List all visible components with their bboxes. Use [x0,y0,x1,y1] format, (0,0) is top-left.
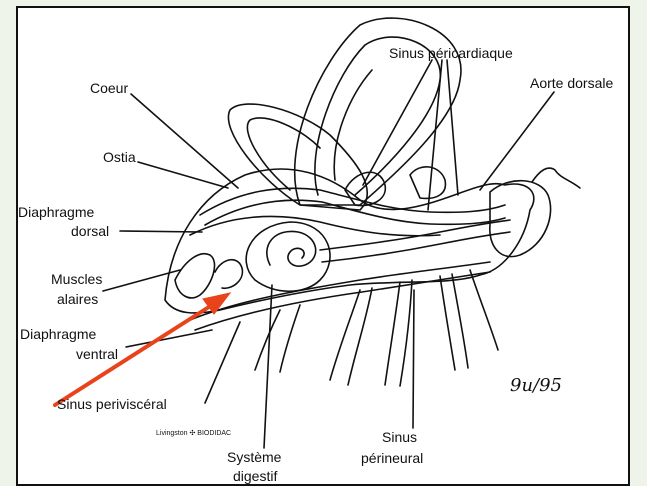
label-coeur: Coeur [90,80,128,96]
label-diaphragme-ventral-1: Diaphragme [20,326,96,342]
label-diaphragme-ventral-2: ventral [76,346,118,362]
label-sinus-perineural-2: périneural [361,450,423,466]
label-systeme-digestif-1: Système [227,449,281,465]
digestive-spiral [267,231,316,266]
label-muscles-alaires-1: Muscles [51,271,102,287]
label-muscles-alaires-2: alaires [57,291,98,307]
label-sinus-perineural-1: Sinus [382,429,417,445]
label-systeme-digestif-2: digestif [233,468,277,484]
artist-signature: 9u/95 [510,378,562,394]
label-diaphragme-dorsal-1: Diaphragme [18,204,94,220]
leg-4 [470,270,498,350]
label-sinus-perivisceral: Sinus periviscéral [57,396,167,412]
label-ostia: Ostia [103,149,136,165]
label-diaphragme-dorsal-2: dorsal [71,223,109,239]
leg-1 [330,288,372,385]
label-sinus-pericardiaque: Sinus péricardiaque [389,45,513,61]
credit-text: Livingston ✣ BIODIDAC [156,430,231,438]
body-outline [165,169,534,313]
label-aorte-dorsale: Aorte dorsale [530,75,613,91]
leg-3 [440,274,468,370]
head [490,181,551,257]
leg-2 [385,280,412,386]
